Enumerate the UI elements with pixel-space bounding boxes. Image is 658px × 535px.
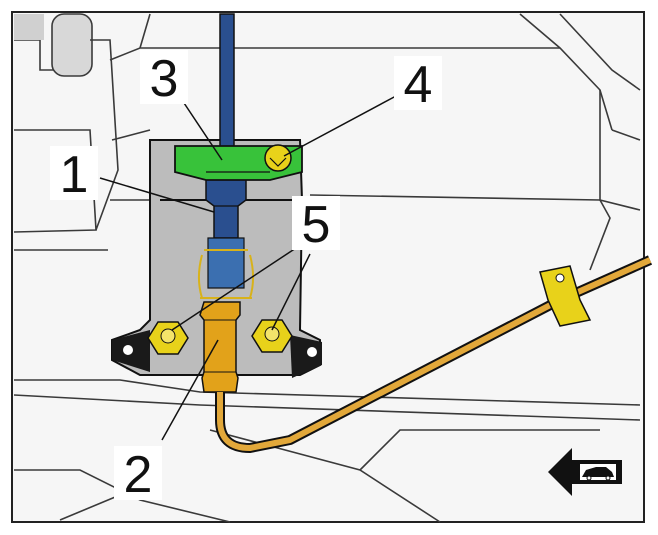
leader-5b — [271, 253, 311, 331]
leader-4 — [283, 95, 397, 157]
brake-hose — [219, 13, 235, 165]
diagram-frame — [11, 11, 645, 523]
callout-3: 3 — [140, 50, 188, 108]
leader-5a — [171, 247, 297, 331]
brake-line-pipe — [217, 257, 652, 451]
hose-spring-area — [207, 237, 245, 289]
arrow-left-car-icon — [548, 448, 622, 496]
clamp-bolt — [264, 144, 292, 172]
callout-4: 4 — [394, 56, 442, 114]
leader-3 — [181, 99, 223, 161]
body-panel-fill — [14, 14, 44, 40]
pipe-clip — [539, 265, 592, 327]
bracket-hole-right — [307, 347, 317, 357]
pipe-clip-hole — [555, 273, 565, 283]
callout-2: 2 — [114, 446, 162, 504]
bracket-nut-left — [147, 321, 189, 355]
leader-1 — [99, 177, 215, 213]
callout-5-label: 5 — [302, 196, 331, 254]
leader-lines — [99, 95, 397, 441]
leader-2 — [161, 339, 219, 441]
clamp-bolt-head — [269, 157, 287, 167]
callout-2-label: 2 — [124, 446, 153, 504]
callout-1-label: 1 — [60, 146, 89, 204]
brake-line-coupling — [199, 301, 241, 393]
callout-3-label: 3 — [150, 50, 179, 108]
background-body-panels — [13, 13, 641, 523]
bracket-nut-right — [251, 319, 293, 353]
bracket-tab-right — [290, 335, 322, 378]
callout-1: 1 — [50, 146, 98, 204]
bracket-hole-left — [123, 345, 133, 355]
callout-4-label: 4 — [404, 56, 433, 114]
spring-clip — [198, 249, 254, 299]
car-icon — [582, 467, 614, 477]
callout-5: 5 — [292, 196, 340, 254]
